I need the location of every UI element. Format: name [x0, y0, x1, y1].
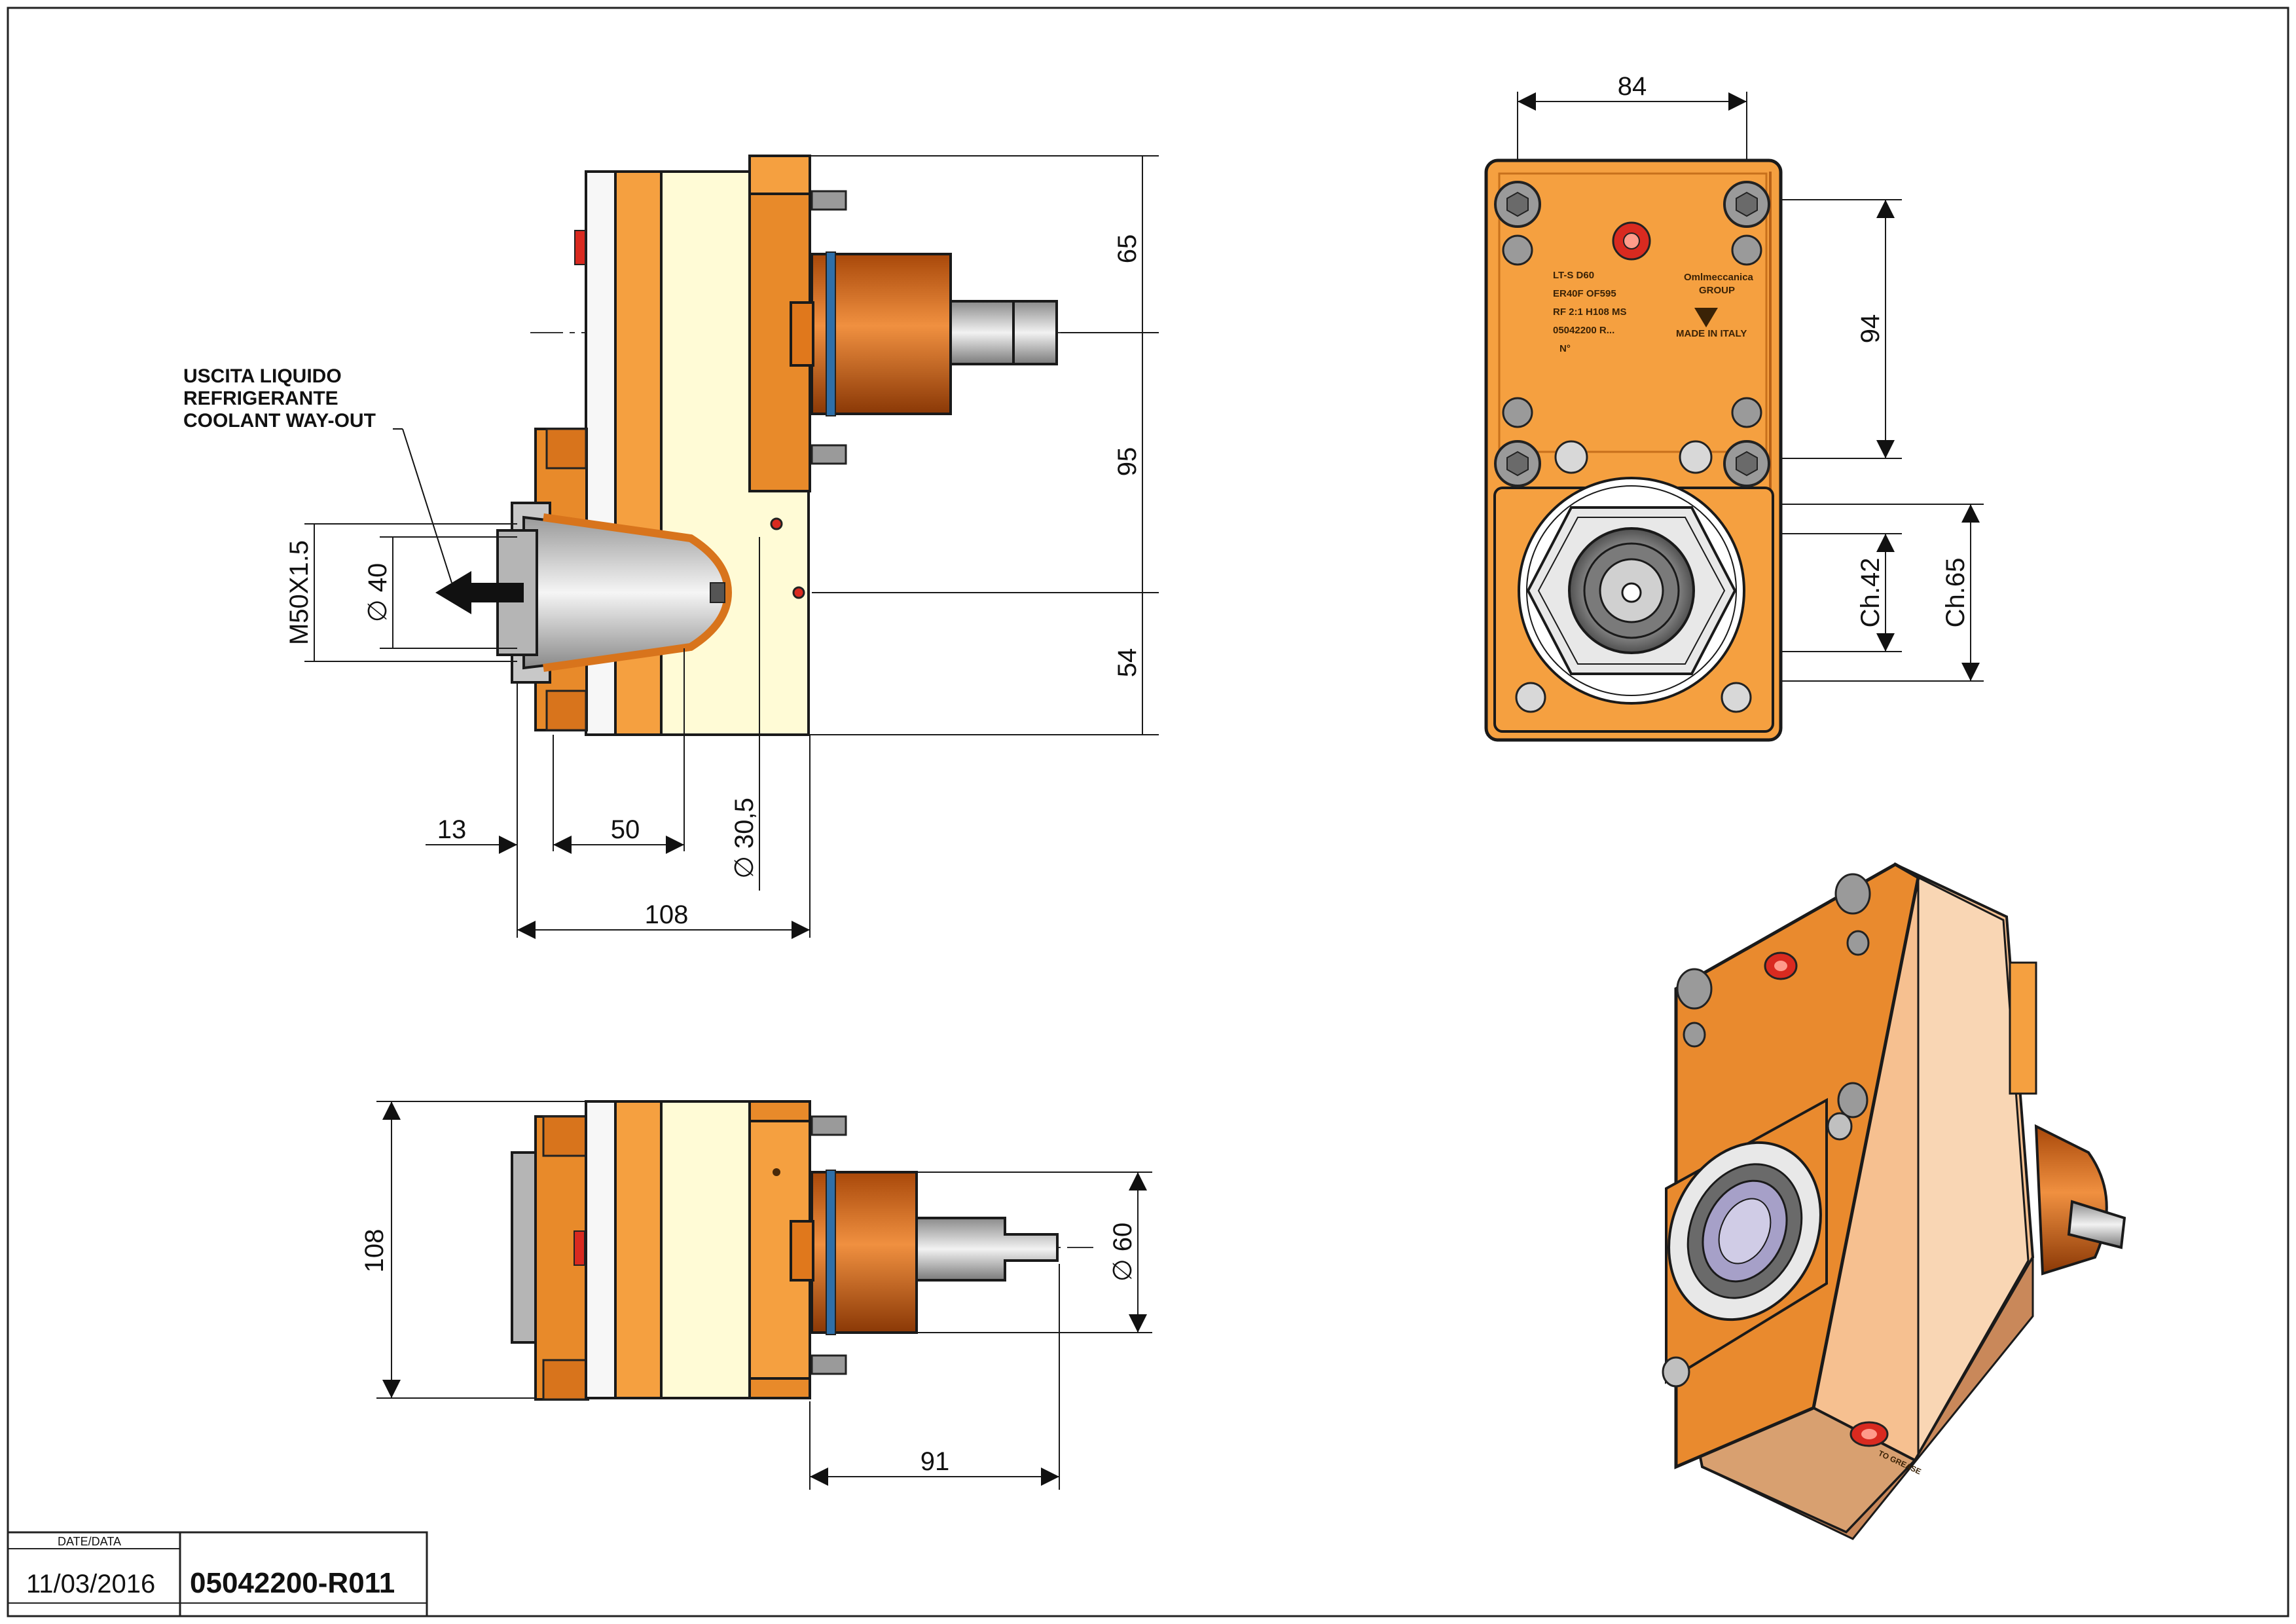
dim-94: 94 [1856, 314, 1885, 344]
plate-line1: LT-S D60 [1553, 270, 1594, 281]
svg-text:GROUP: GROUP [1699, 285, 1735, 296]
bolt [811, 444, 847, 465]
title-block: DATE/DATA 11/03/2016 05042200-R011 [7, 1531, 428, 1617]
red-port [574, 230, 586, 265]
plate-line5: N° [1559, 343, 1571, 354]
screw-small [1721, 682, 1752, 713]
dim-dia-30-5: ∅ 30,5 [730, 798, 759, 879]
red-port [574, 1230, 585, 1266]
dim-65: 65 [1113, 234, 1142, 264]
top-view: 108 ∅ 60 91 [360, 1100, 1152, 1490]
hex-screw-tl [1494, 181, 1541, 228]
svg-text:MADE IN ITALY: MADE IN ITALY [1676, 328, 1747, 339]
screw-small [1502, 234, 1533, 266]
dim-dia-60: ∅ 60 [1108, 1223, 1137, 1282]
screw-small [1731, 397, 1762, 428]
sheet-border [7, 7, 2289, 1617]
screw-small [1554, 440, 1588, 474]
hex-screw-br [1723, 440, 1770, 487]
bolt [811, 190, 847, 211]
note-coolant-1: USCITA LIQUIDO [183, 365, 342, 387]
top-housing-orange [614, 1100, 663, 1399]
coolant-arrow [435, 571, 524, 614]
top-housing-cream [660, 1100, 751, 1399]
plate-line4: 05042200 R... [1553, 325, 1614, 336]
dim-84: 84 [1618, 72, 1647, 101]
dim-54: 54 [1113, 648, 1142, 678]
front-view: LT-S D60 ER40F OF595 RF 2:1 H108 MS 0504… [1484, 72, 1984, 742]
isometric-view: TO GREASE [1662, 862, 2126, 1540]
top-drive-shaft [915, 1217, 1059, 1282]
plate-line3: RF 2:1 H108 MS [1553, 306, 1627, 318]
date-label: DATE/DATA [58, 1535, 121, 1548]
drawing-code: 05042200-R011 [190, 1567, 395, 1599]
drive-tang [1012, 300, 1058, 365]
screw-small [1679, 440, 1713, 474]
dim-ch42: Ch.42 [1856, 558, 1885, 628]
screw-small [1731, 234, 1762, 266]
dim-thread: M50X1.5 [285, 540, 314, 645]
date-value: 11/03/2016 [26, 1570, 155, 1598]
screw-small [1502, 397, 1533, 428]
dim-dia-40: ∅ 40 [363, 563, 392, 622]
hex-screw-tr [1723, 181, 1770, 228]
dim-50: 50 [611, 815, 640, 844]
dim-108-top: 108 [360, 1229, 389, 1273]
blue-seal-ring [826, 251, 836, 416]
dim-95: 95 [1113, 447, 1142, 477]
screw-small [1515, 682, 1546, 713]
plate-line2: ER40F OF595 [1553, 288, 1616, 299]
dim-ch65: Ch.65 [1941, 558, 1970, 628]
brand-logo: Omlmeccanica GROUP MADE IN ITALY [1676, 272, 1754, 339]
dim-13: 13 [437, 815, 467, 844]
note-coolant-2: REFRIGERANTE [183, 388, 338, 409]
side-view: USCITA LIQUIDO REFRIGERANTE COOLANT WAY-… [183, 155, 1159, 939]
drive-shaft [949, 300, 1015, 365]
dim-108: 108 [645, 900, 689, 929]
dim-91: 91 [920, 1447, 950, 1476]
note-coolant-3: COOLANT WAY-OUT [183, 410, 376, 432]
hex-screw-bl [1494, 440, 1541, 487]
svg-text:Omlmeccanica: Omlmeccanica [1684, 272, 1754, 283]
